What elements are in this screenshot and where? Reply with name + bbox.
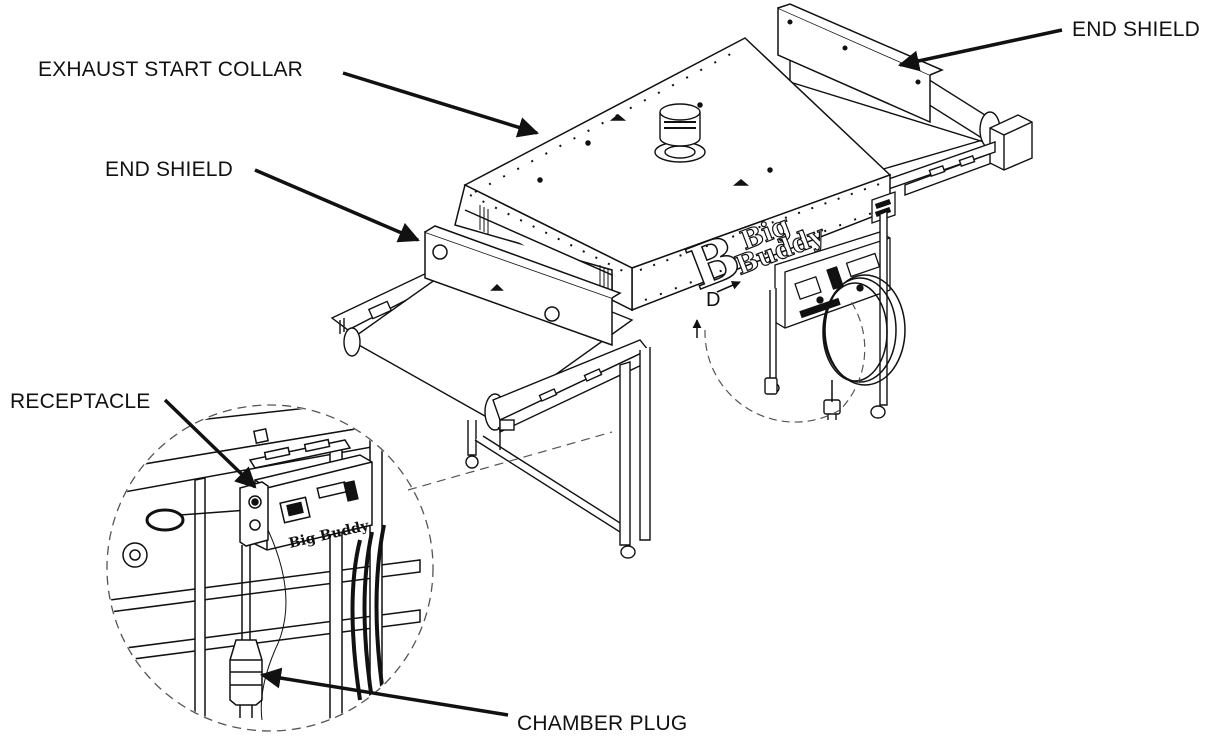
arrow-end-shield-right xyxy=(897,28,1063,72)
leader-lines xyxy=(163,28,1063,717)
label-end-shield-right: END SHIELD xyxy=(1072,18,1201,41)
label-chamber-plug: CHAMBER PLUG xyxy=(517,712,688,735)
arrow-receptacle xyxy=(163,398,257,489)
exhaust-start-collar xyxy=(654,103,706,163)
label-exhaust-start-collar: EXHAUST START COLLAR xyxy=(38,58,304,81)
detail-marker-letter: D xyxy=(706,289,720,311)
detail-circle-right xyxy=(704,299,866,423)
label-receptacle: RECEPTACLE xyxy=(10,390,151,413)
end-shield-left xyxy=(424,225,622,347)
label-end-shield-left: END SHIELD xyxy=(105,158,234,181)
arrow-chamber-plug xyxy=(259,667,509,717)
control-panel-small xyxy=(871,191,896,224)
arrow-exhaust-collar xyxy=(342,71,540,138)
detail-marker: D xyxy=(692,281,741,338)
detail-view: Big Buddy xyxy=(106,404,613,732)
frame-legs-right xyxy=(764,212,906,420)
arrow-end-shield-left xyxy=(254,168,420,243)
